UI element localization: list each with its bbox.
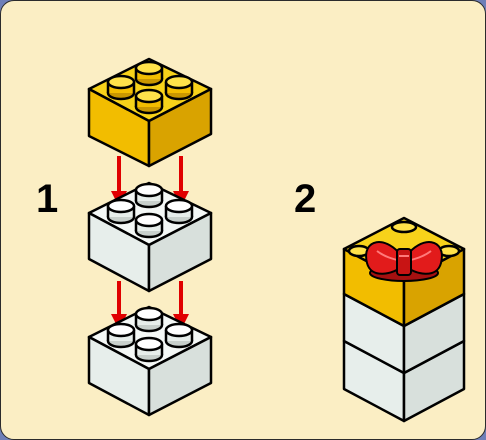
white-brick-upper xyxy=(87,181,213,293)
yellow-brick xyxy=(87,57,213,168)
step-2-number: 2 xyxy=(294,177,317,221)
white-brick-lower-studs xyxy=(106,306,194,363)
yellow-brick-studs xyxy=(106,60,194,115)
bow-icon xyxy=(365,241,443,282)
step-1-number: 1 xyxy=(36,177,59,221)
white-brick-upper-studs xyxy=(106,182,194,239)
white-brick-lower xyxy=(87,305,213,417)
